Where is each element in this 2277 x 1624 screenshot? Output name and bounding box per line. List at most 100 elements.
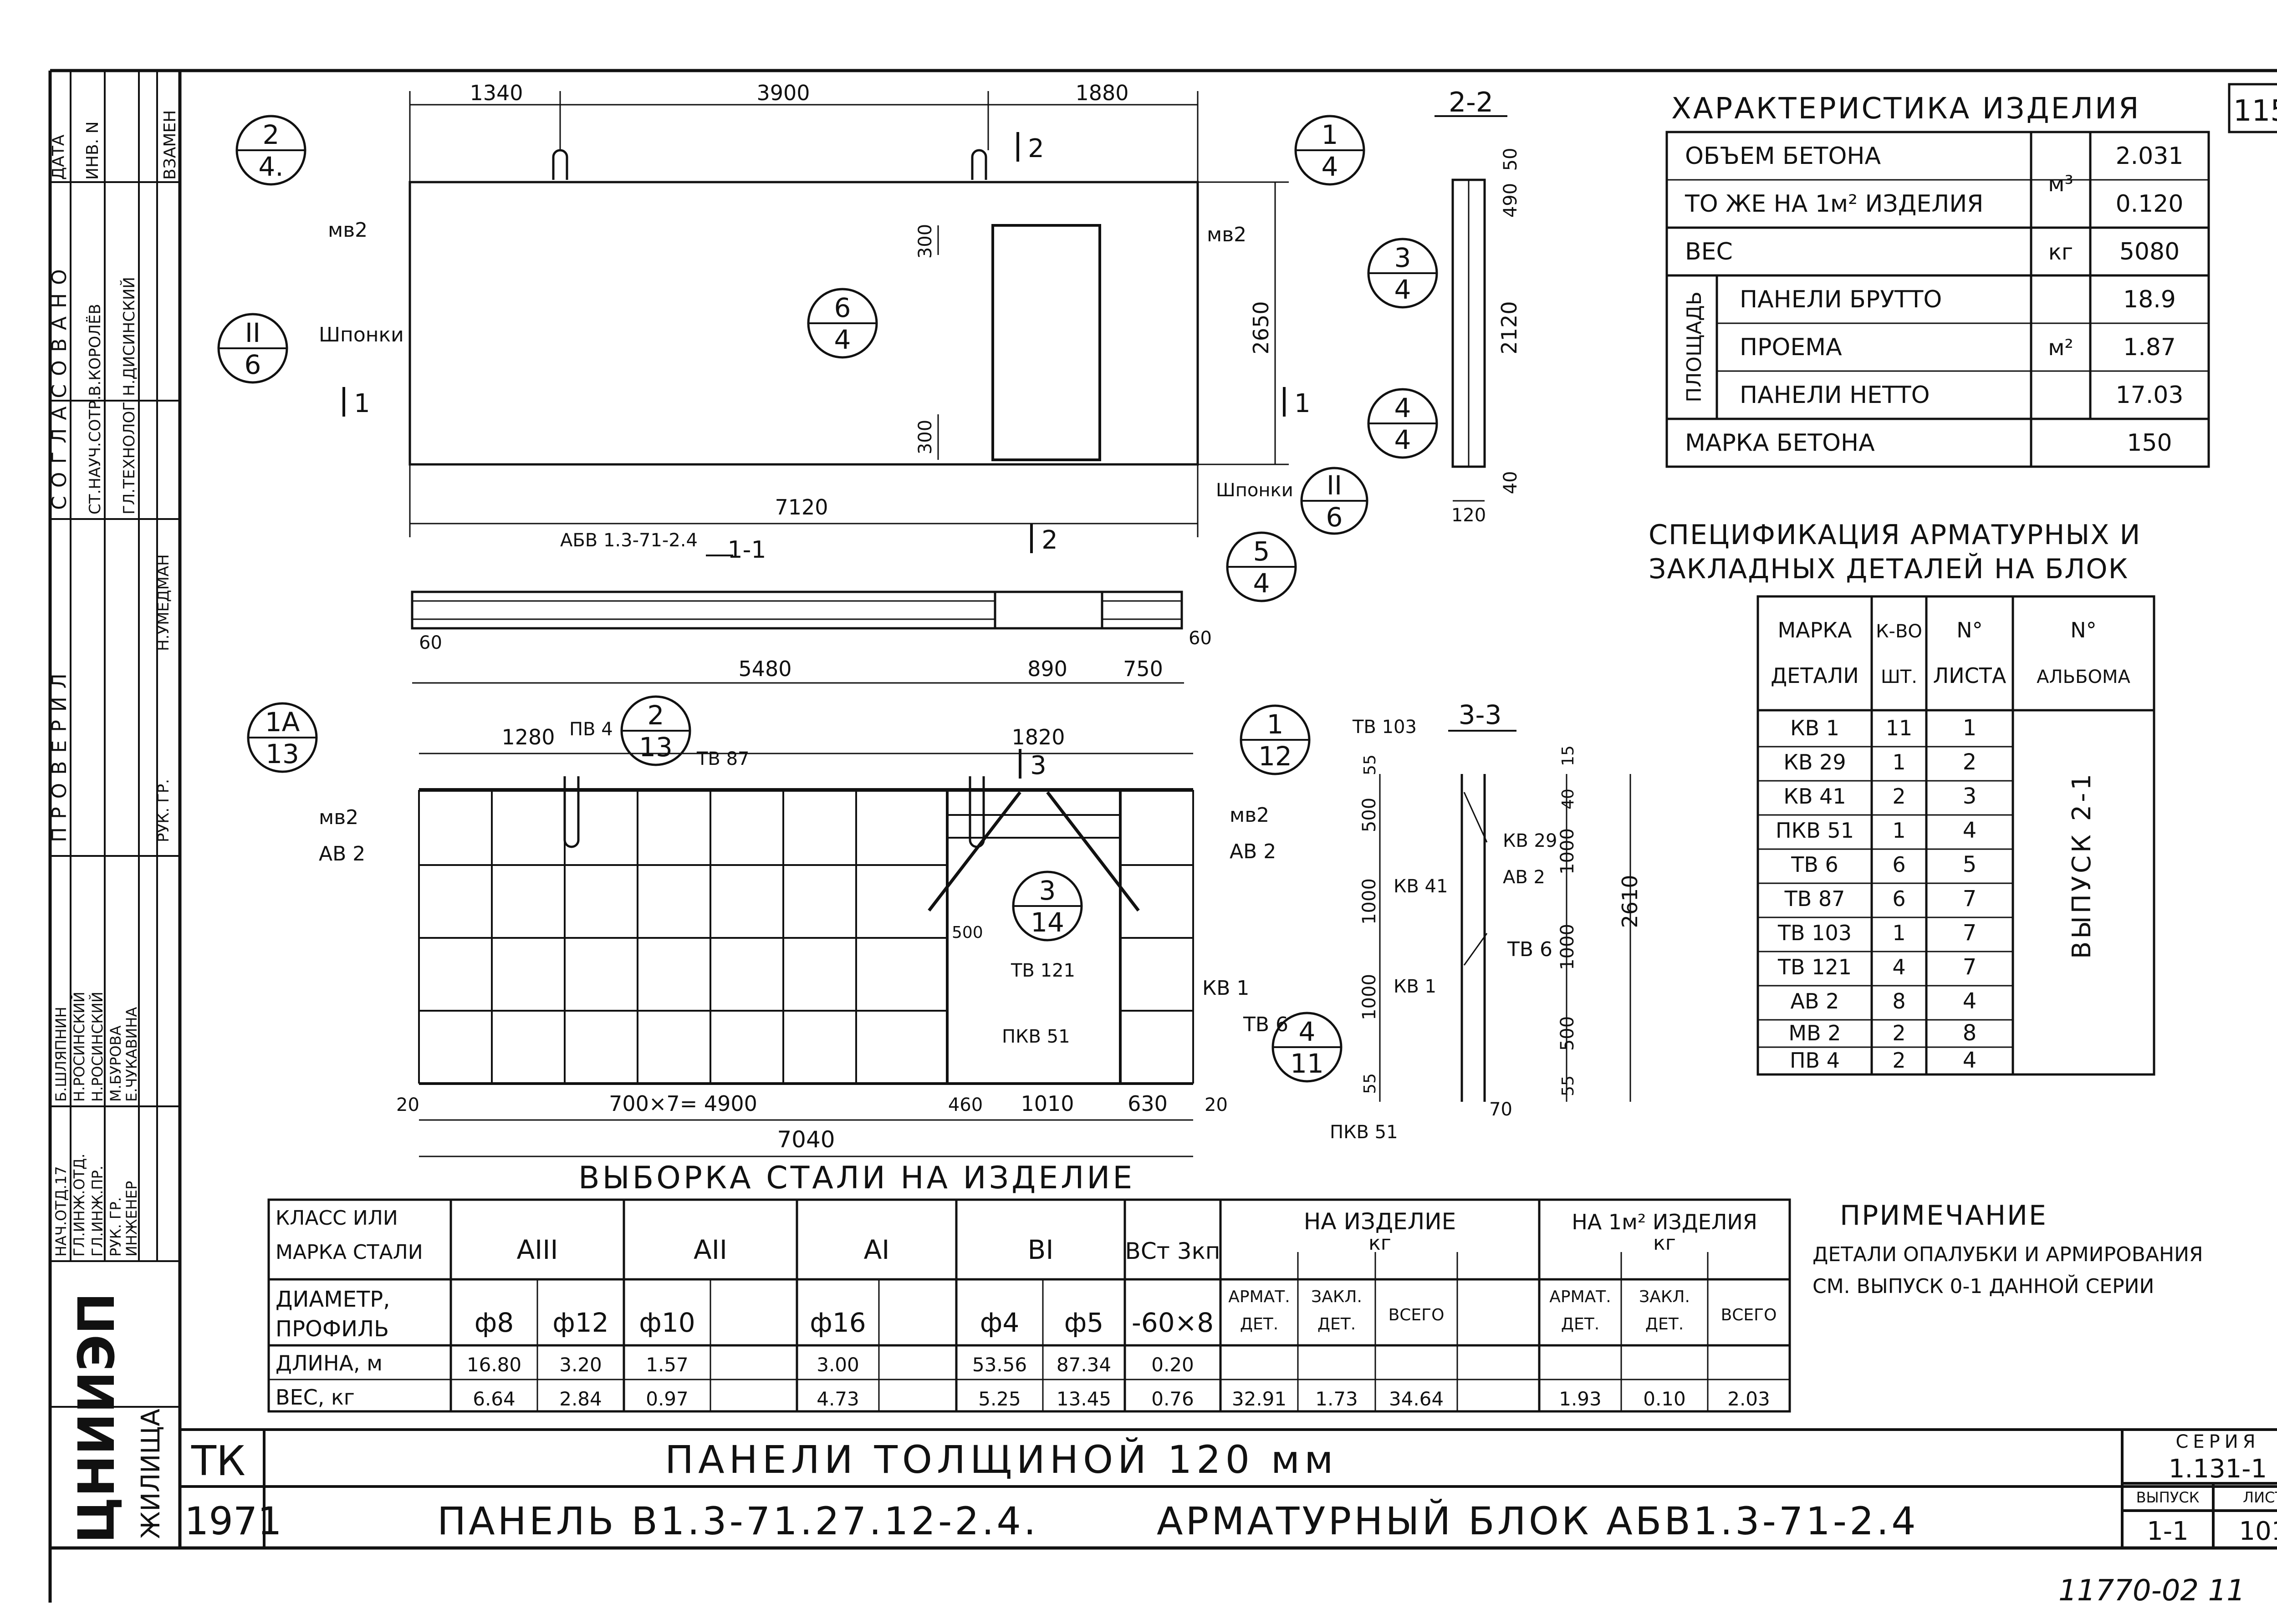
spec-header-qty-1: К-ВО [1876, 621, 1922, 642]
spec-row-sheet: 7 [1963, 954, 1977, 980]
steel-subheader: АРМАТ. [1228, 1288, 1290, 1306]
steel-diameter: -60×8 [1132, 1307, 1214, 1338]
steel-subheader: ДЕТ. [1561, 1315, 1599, 1334]
title-block-name: АРМАТУРНЫЙ БЛОК АБВ1.3-71-2.4 [1157, 1499, 1919, 1543]
steel-weight: 2.84 [559, 1388, 602, 1410]
callout-5: 54 [1226, 531, 1297, 602]
dim-33-l3: 1000 [1359, 974, 1380, 1020]
steel-total: 34.64 [1389, 1388, 1444, 1410]
section-3-3: 3-3 ТВ 103 КВ 29 КВ 41 АВ 2 КВ 1 ТВ 6 ПК… [1330, 699, 1642, 1143]
spec-row-mark: КВ 1 [1790, 716, 1839, 740]
door-opening [991, 224, 1101, 461]
spec-header-mark-1: МАРКА [1777, 618, 1852, 642]
steel-subheader: ДЕТ. [1240, 1315, 1278, 1334]
panel-outline [408, 181, 1199, 466]
steel-length: 87.34 [1057, 1354, 1111, 1376]
dim-2120: 2120 [1497, 301, 1521, 354]
callout-11: 314 [1012, 871, 1083, 942]
spec-row-qty: 4 [1892, 955, 1905, 979]
callout-sheet: 4. [258, 151, 283, 182]
section-mark-label: 1 [1294, 389, 1311, 418]
steel-subheader: ВСЕГО [1389, 1306, 1445, 1324]
callout-0: 24. [235, 115, 306, 186]
dim-630: 630 [1128, 1091, 1168, 1116]
sheet-frame [48, 69, 2277, 1603]
char-unit-2: кг [2048, 239, 2073, 265]
stamp-texts: ДАТА ИНВ. N ВЗАМЕН СОГЛАСОВАНО СТ.НАУЧ.С… [48, 110, 179, 1543]
callout-number: 1 [1322, 119, 1338, 150]
section-1-1-outline [411, 591, 1183, 630]
callout-sheet: 12 [1258, 741, 1292, 772]
char-unit-0: м³ [2048, 171, 2073, 197]
issue-label: ВЫПУСК [2136, 1489, 2200, 1506]
dim-33-r1: 40 [1559, 789, 1578, 809]
label-av2-33: АВ 2 [1503, 867, 1545, 888]
callout-sheet: 13 [265, 738, 299, 769]
callout-number: 3 [1039, 875, 1056, 906]
callout-sheet: 4 [834, 324, 851, 355]
label-mv2-block-left: мв2 [319, 806, 358, 829]
characteristics-title: ХАРАКТЕРИСТИКА ИЗДЕЛИЯ [1671, 92, 2140, 126]
spec-header-mark-2: ДЕТАЛИ [1771, 663, 1859, 688]
spec-header-sheet-1: N° [1956, 618, 1982, 642]
stamp-grid [50, 71, 180, 1408]
note-title: ПРИМЕЧАНИЕ [1840, 1200, 2047, 1232]
section-1-1-block-label: АБВ 1.3-71-2.4 [560, 530, 698, 551]
callout-9: 213 [620, 695, 691, 766]
section-1-1: 1-1 АБВ 1.3-71-2.4 60 5480 890 750 60 [411, 530, 1212, 684]
steel-weight: 4.73 [817, 1388, 859, 1410]
callout-10: 112 [1240, 704, 1311, 775]
char-value-6: 150 [2127, 429, 2172, 457]
callout-sheet: 4 [1253, 568, 1270, 599]
callout-number: 4 [1299, 1016, 1316, 1047]
spec-row-sheet: 4 [1963, 1048, 1977, 1073]
callout-sheet: 4 [1394, 274, 1411, 305]
dim-7040: 7040 [777, 1126, 835, 1153]
callout-number: 3 [1394, 242, 1411, 273]
callout-sheet: 4 [1322, 151, 1338, 182]
spec-header-album-2: АЛЬБОМА [2037, 667, 2130, 687]
stamp-agreed-name-0: В.КОРОЛЁВ [86, 304, 104, 396]
spec-row-mark: ТВ 6 [1791, 852, 1838, 877]
callout-2: II6 [217, 313, 288, 384]
dim-20-left: 20 [396, 1095, 419, 1115]
spec-row-sheet: 2 [1963, 749, 1977, 775]
lifting-loop-right [971, 149, 987, 180]
steel-length: 3.00 [817, 1354, 859, 1376]
callout-number: 1 [1267, 709, 1284, 740]
stamp-person-role-3: РУК. ГР. [107, 1197, 124, 1257]
stamp-agreed-role-1: ГЛ.ТЕХНОЛОГ [120, 402, 138, 514]
label-tv103: ТВ 103 [1352, 717, 1417, 738]
dim-opening-top: 300 [915, 224, 936, 259]
steel-diameter: ф8 [475, 1307, 514, 1338]
section-mark-label: 3 [1030, 751, 1047, 780]
sheet-label: ЛИСТ [2243, 1489, 2277, 1506]
callout-number: 1А [265, 707, 300, 738]
dim-33-l0: 55 [1361, 754, 1379, 775]
steel-length: 1.57 [646, 1354, 689, 1376]
callout-number: 4 [1394, 392, 1411, 423]
dim-890: 890 [1027, 657, 1067, 681]
org-logo-text: ЦНИИЭП [67, 1293, 126, 1543]
steel-subheader: ЗАКЛ. [1639, 1288, 1690, 1306]
stamp-checked-head: ПРОВЕРИЛ [48, 665, 71, 842]
callout-sheet: 14 [1031, 907, 1064, 938]
steel-class-vst3: ВСт 3кп [1125, 1238, 1220, 1264]
callout-4: II6 [1300, 467, 1368, 535]
steel-length: 53.56 [972, 1354, 1027, 1376]
steel-length: 3.20 [559, 1354, 602, 1376]
dim-60-left: 60 [419, 632, 442, 653]
label-tv87: ТВ 87 [696, 748, 750, 769]
label-kv29: КВ 29 [1503, 830, 1557, 851]
steel-weight: 13.45 [1057, 1388, 1111, 1410]
char-label-3: ПАНЕЛИ БРУТТО [1740, 286, 1942, 313]
series-value: 1.131-1 [2169, 1454, 2267, 1484]
char-label-2: ВЕС [1685, 238, 1733, 265]
steel-weight: 5.25 [978, 1388, 1021, 1410]
steel-table: ВЫБОРКА СТАЛИ НА ИЗДЕЛИЕ КЛАСС ИЛИ МАРКА… [267, 1160, 1791, 1413]
note: ПРИМЕЧАНИЕ ДЕТАЛИ ОПАЛУБКИ И АРМИРОВАНИЯ… [1812, 1200, 2203, 1298]
spec-row-qty: 1 [1892, 818, 1905, 843]
section-3-3-title: 3-3 [1459, 699, 1502, 730]
